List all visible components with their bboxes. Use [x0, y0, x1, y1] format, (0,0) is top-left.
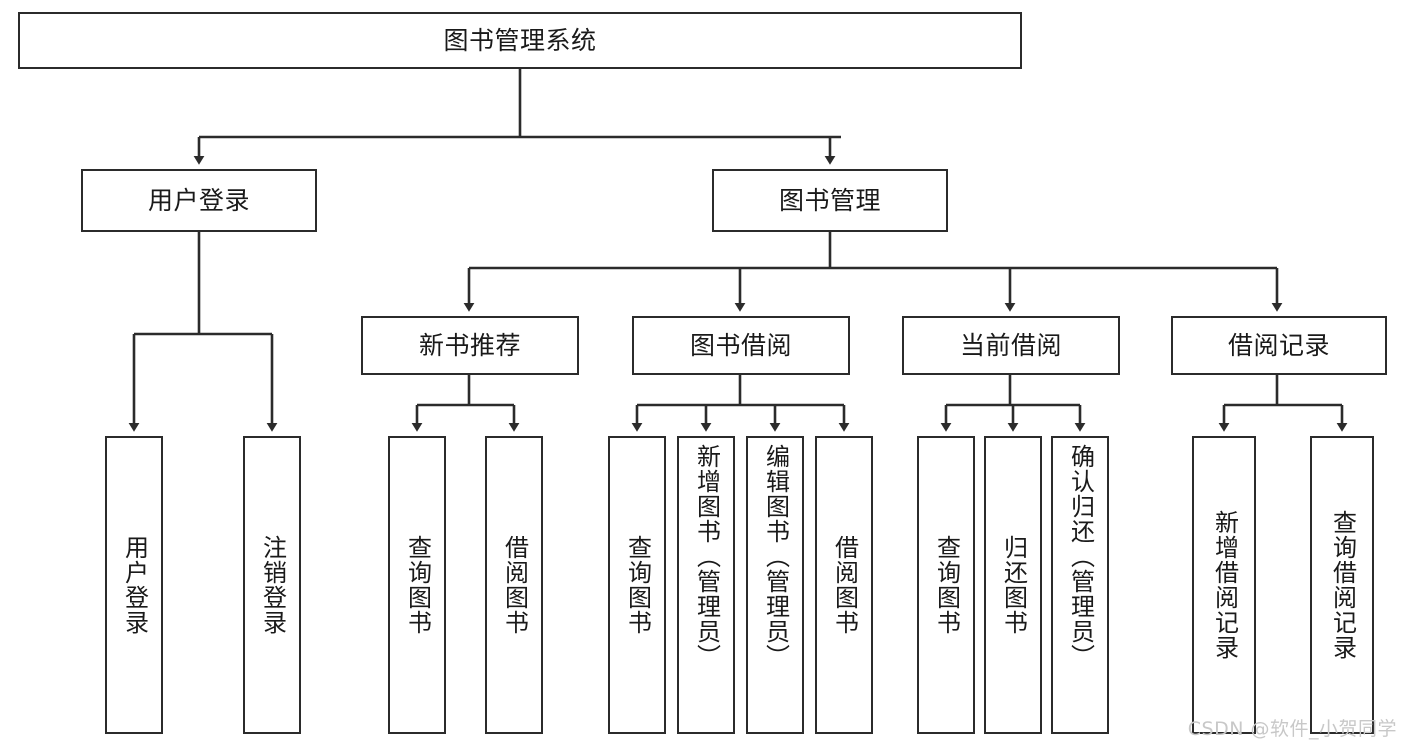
- node-leaf-1[interactable]: 注销登录: [243, 436, 301, 734]
- node-level3-0-label: 新书推荐: [418, 330, 521, 360]
- node-leaf-0-inner: 用户登录: [107, 438, 161, 732]
- node-leaf-2[interactable]: 查询图书: [388, 436, 446, 734]
- node-leaf-1-inner: 注销登录: [245, 438, 299, 732]
- node-level3-2-label: 当前借阅: [959, 330, 1062, 360]
- node-root[interactable]: 图书管理系统: [18, 12, 1022, 69]
- node-leaf-5-label: 新增图书（管理员）: [692, 444, 721, 669]
- node-leaf-12[interactable]: 查询借阅记录: [1310, 436, 1374, 734]
- node-leaf-6[interactable]: 编辑图书（管理员）: [746, 436, 804, 734]
- node-leaf-6-inner: 编辑图书（管理员）: [748, 438, 802, 738]
- node-leaf-11[interactable]: 新增借阅记录: [1192, 436, 1256, 734]
- node-leaf-3[interactable]: 借阅图书: [485, 436, 543, 734]
- node-leaf-4[interactable]: 查询图书: [608, 436, 666, 734]
- node-root-label: 图书管理系统: [443, 25, 597, 55]
- node-leaf-10-label: 确认归还（管理员）: [1066, 444, 1095, 669]
- node-level2-1-label: 图书管理: [778, 185, 881, 215]
- node-level3-0[interactable]: 新书推荐: [361, 316, 579, 375]
- node-leaf-8[interactable]: 查询图书: [917, 436, 975, 734]
- node-leaf-11-inner: 新增借阅记录: [1194, 438, 1254, 732]
- node-leaf-4-inner: 查询图书: [610, 438, 664, 732]
- node-level2-1[interactable]: 图书管理: [712, 169, 948, 232]
- node-leaf-4-label: 查询图书: [623, 535, 652, 635]
- node-level3-1-label: 图书借阅: [689, 330, 792, 360]
- node-leaf-3-inner: 借阅图书: [487, 438, 541, 732]
- node-leaf-8-inner: 查询图书: [919, 438, 973, 732]
- node-leaf-12-inner: 查询借阅记录: [1312, 438, 1372, 732]
- node-leaf-5[interactable]: 新增图书（管理员）: [677, 436, 735, 734]
- node-leaf-7-inner: 借阅图书: [817, 438, 871, 732]
- node-level2-0-label: 用户登录: [147, 185, 250, 215]
- node-leaf-8-label: 查询图书: [932, 535, 961, 635]
- node-level3-3-label: 借阅记录: [1227, 330, 1330, 360]
- node-leaf-10[interactable]: 确认归还（管理员）: [1051, 436, 1109, 734]
- node-leaf-9[interactable]: 归还图书: [984, 436, 1042, 734]
- node-leaf-9-label: 归还图书: [999, 535, 1028, 635]
- node-level3-3[interactable]: 借阅记录: [1171, 316, 1387, 375]
- node-leaf-2-inner: 查询图书: [390, 438, 444, 732]
- node-level2-0[interactable]: 用户登录: [81, 169, 317, 232]
- node-level3-2[interactable]: 当前借阅: [902, 316, 1120, 375]
- node-leaf-0[interactable]: 用户登录: [105, 436, 163, 734]
- node-leaf-3-label: 借阅图书: [500, 535, 529, 635]
- node-leaf-0-label: 用户登录: [120, 535, 149, 635]
- node-leaf-7[interactable]: 借阅图书: [815, 436, 873, 734]
- node-leaf-12-label: 查询借阅记录: [1328, 510, 1357, 660]
- node-leaf-6-label: 编辑图书（管理员）: [761, 444, 790, 669]
- watermark: CSDN @软件_小贺同学: [1187, 718, 1397, 740]
- node-leaf-2-label: 查询图书: [403, 535, 432, 635]
- node-leaf-9-inner: 归还图书: [986, 438, 1040, 732]
- node-leaf-1-label: 注销登录: [258, 535, 287, 635]
- node-leaf-5-inner: 新增图书（管理员）: [679, 438, 733, 738]
- node-leaf-10-inner: 确认归还（管理员）: [1053, 438, 1107, 738]
- node-level3-1[interactable]: 图书借阅: [632, 316, 850, 375]
- node-leaf-11-label: 新增借阅记录: [1210, 510, 1239, 660]
- node-leaf-7-label: 借阅图书: [830, 535, 859, 635]
